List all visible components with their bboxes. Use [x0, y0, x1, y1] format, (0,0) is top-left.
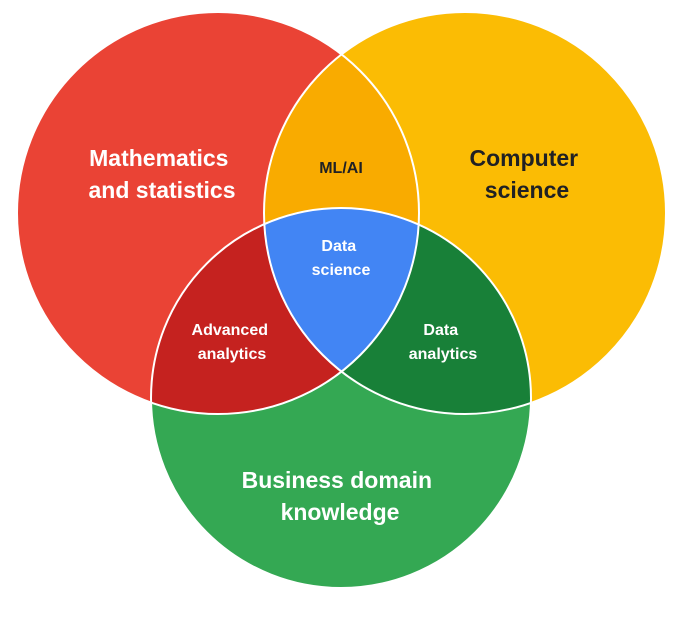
- math-label-line1: Mathematics: [89, 145, 228, 171]
- data-analytics-label-line2: analytics: [409, 346, 478, 363]
- business-circle-outline: [150, 207, 532, 589]
- data-science-label-line1: Data: [321, 238, 356, 255]
- cs-label-line1: Computer: [469, 145, 578, 171]
- cs-label: Computer science: [469, 145, 584, 203]
- business-label-line1: Business domain: [242, 467, 432, 493]
- ml-ai-label: ML/AI: [319, 160, 363, 177]
- advanced-analytics-label-line1: Advanced: [192, 322, 268, 339]
- cs-label-line2: science: [485, 177, 569, 203]
- data-science-label-line2: science: [312, 262, 371, 279]
- advanced-analytics-label: Advanced analytics: [192, 322, 273, 363]
- math-circle-outline: [16, 11, 420, 415]
- data-science-label: Data science: [312, 238, 371, 279]
- math-label: Mathematics and statistics: [89, 145, 236, 203]
- business-label: Business domain knowledge: [242, 467, 439, 525]
- cs-circle-outline: [263, 11, 667, 415]
- advanced-analytics-label-line2: analytics: [198, 346, 267, 363]
- math-label-line2: and statistics: [89, 177, 236, 203]
- data-analytics-label-line1: Data: [423, 322, 458, 339]
- business-label-line2: knowledge: [281, 499, 400, 525]
- ml-ai-label-line1: ML/AI: [319, 160, 363, 177]
- data-analytics-label: Data analytics: [409, 322, 478, 363]
